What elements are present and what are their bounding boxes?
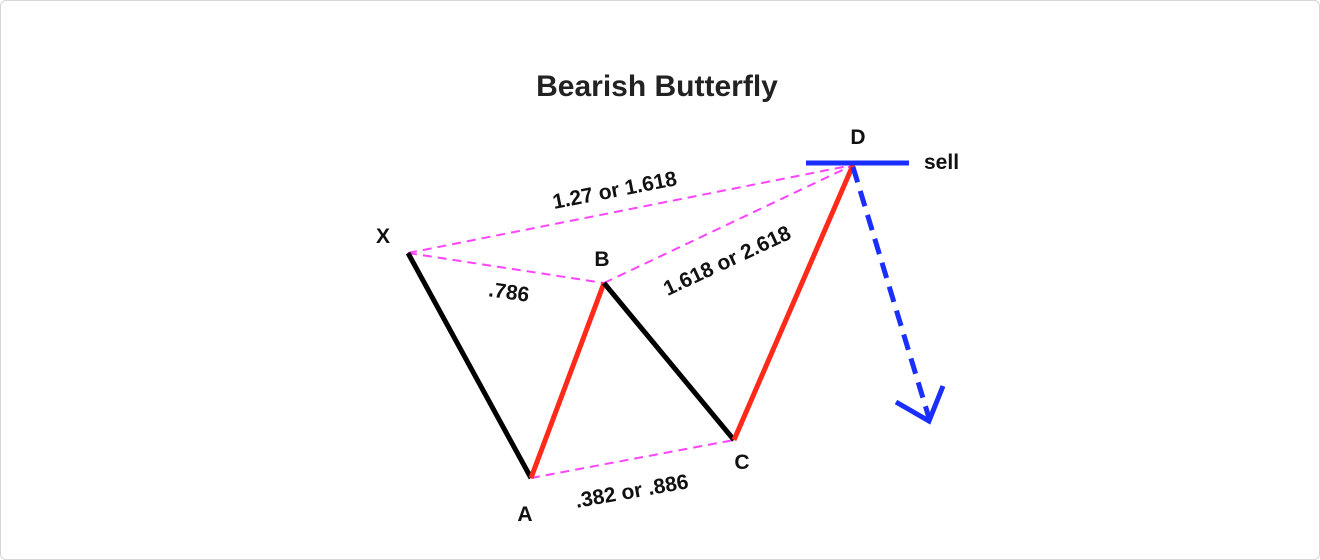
bd-ratio-label: 1.618 or 2.618 xyxy=(660,221,795,300)
point-x-label: X xyxy=(376,225,390,248)
diagram-title: Bearish Butterfly xyxy=(536,70,778,103)
cd-leg xyxy=(731,164,856,441)
xb-ratio-label: .786 xyxy=(487,278,531,306)
sell-arrow-shaft xyxy=(850,166,932,419)
xd-ratio-line xyxy=(407,164,854,254)
point-b-label: B xyxy=(594,248,609,271)
ab-leg xyxy=(528,282,607,479)
sell-arrow-head-icon xyxy=(894,385,946,425)
bc-leg xyxy=(602,281,736,442)
sell-label: sell xyxy=(924,151,959,174)
ac-ratio-line xyxy=(530,439,735,479)
xd-ratio-label: 1.27 or 1.618 xyxy=(551,167,679,214)
point-a-label: A xyxy=(517,503,532,526)
point-d-label: D xyxy=(850,126,865,149)
xa-leg xyxy=(405,251,534,480)
ac-ratio-label: .382 or .886 xyxy=(574,470,691,513)
xb-ratio-line xyxy=(407,252,605,284)
bd-ratio-line xyxy=(603,164,854,284)
point-c-label: C xyxy=(734,451,749,474)
